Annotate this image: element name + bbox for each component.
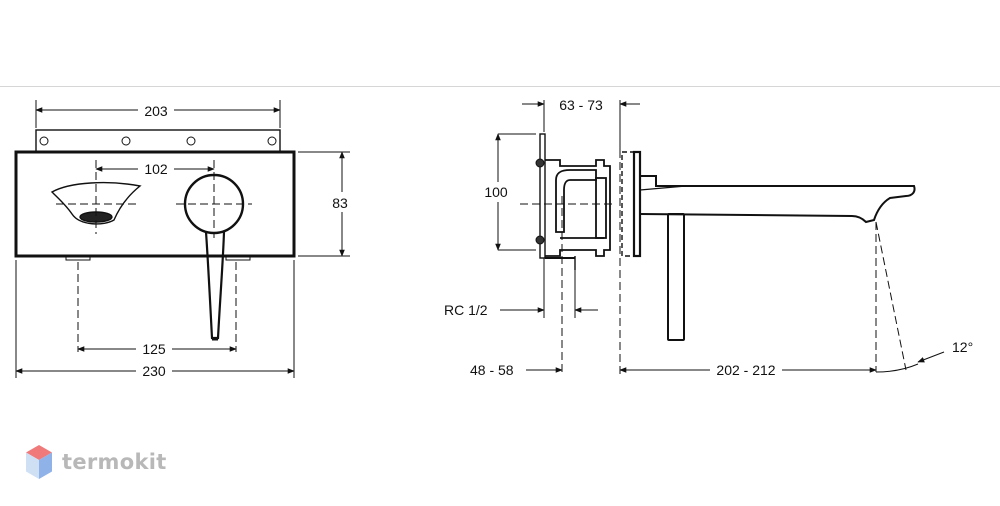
- dim-230: 230: [142, 363, 166, 379]
- header-divider: [0, 86, 1000, 87]
- side-view-labels: 63 - 73 100 RC 1/2 48 - 58 202 - 212 12°: [444, 96, 973, 379]
- cover-plate-side: [621, 151, 635, 257]
- brand-logo[interactable]: termokit: [24, 444, 167, 480]
- cover-plate: [14, 150, 296, 258]
- front-view-labels: 203 102 83 125 230: [136, 100, 356, 380]
- dim-angle-12: 12°: [952, 339, 973, 355]
- dim-100: 100: [484, 184, 508, 200]
- spout-side: [639, 175, 916, 224]
- dim-203: 203: [144, 103, 168, 119]
- valve-body: [545, 159, 611, 257]
- dim-102: 102: [144, 161, 168, 177]
- dim-48-58: 48 - 58: [470, 362, 514, 378]
- hexagon-logo-icon: [26, 445, 52, 479]
- front-view: [14, 100, 350, 378]
- dim-125: 125: [142, 341, 166, 357]
- dim-202-212: 202 - 212: [716, 362, 775, 378]
- dim-63-73: 63 - 73: [559, 97, 603, 113]
- lever-side: [667, 213, 685, 341]
- dim-83: 83: [332, 195, 348, 211]
- spout-shape: [204, 231, 226, 340]
- mounting-bracket: [35, 129, 281, 153]
- dim-rc-1-2: RC 1/2: [444, 302, 488, 318]
- side-view: [495, 100, 945, 374]
- brand-name: termokit: [62, 450, 167, 474]
- wall-plate: [539, 133, 546, 259]
